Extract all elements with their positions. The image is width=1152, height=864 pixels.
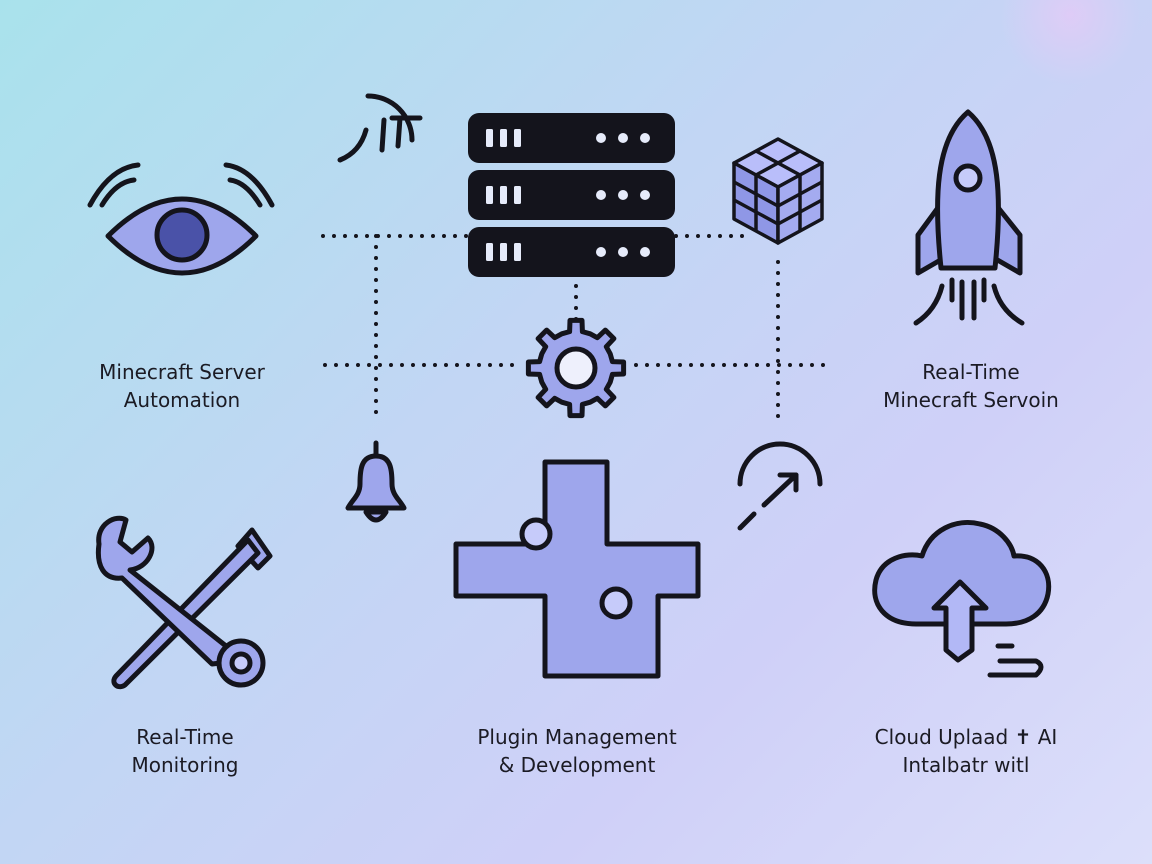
- label-line: Real-Time: [922, 360, 1020, 384]
- label-plugin-management: Plugin Management & Development: [427, 723, 727, 779]
- upload-arc-icon: [737, 441, 823, 531]
- bell-icon: [345, 440, 407, 523]
- label-real-time-monitoring: Real-Time Monitoring: [35, 723, 335, 779]
- eye-icon: [87, 162, 275, 276]
- connector-lines: [321, 234, 832, 427]
- label-line: & Development: [498, 753, 656, 777]
- label-line: Minecraft Server: [99, 360, 265, 384]
- label-line: Cloud Uplaad ✝ AI: [874, 725, 1058, 749]
- label-server-automation: Minecraft Server Automation: [32, 358, 332, 414]
- label-line: Minecraft Servoin: [883, 388, 1059, 412]
- label-real-time-servoin: Real-Time Minecraft Servoin: [821, 358, 1121, 414]
- label-line: Monitoring: [131, 753, 239, 777]
- broadcast-arc-icon: [337, 93, 423, 163]
- gear-icon: [525, 317, 627, 419]
- server-rack-icon: [468, 113, 675, 277]
- label-line: Real-Time: [136, 725, 234, 749]
- corner-glow: [990, 0, 1152, 90]
- rocket-icon: [913, 109, 1025, 326]
- label-line: Plugin Management: [477, 725, 677, 749]
- cloud-upload-icon: [872, 520, 1052, 678]
- puzzle-cross-icon: [453, 459, 701, 679]
- label-line: Intalbatr witl: [902, 753, 1030, 777]
- label-cloud-upload: Cloud Uplaad ✝ AI Intalbatr witl: [816, 723, 1116, 779]
- label-line: Automation: [123, 388, 241, 412]
- cube-icon: [732, 137, 824, 245]
- wrench-screwdriver-icon: [95, 515, 273, 690]
